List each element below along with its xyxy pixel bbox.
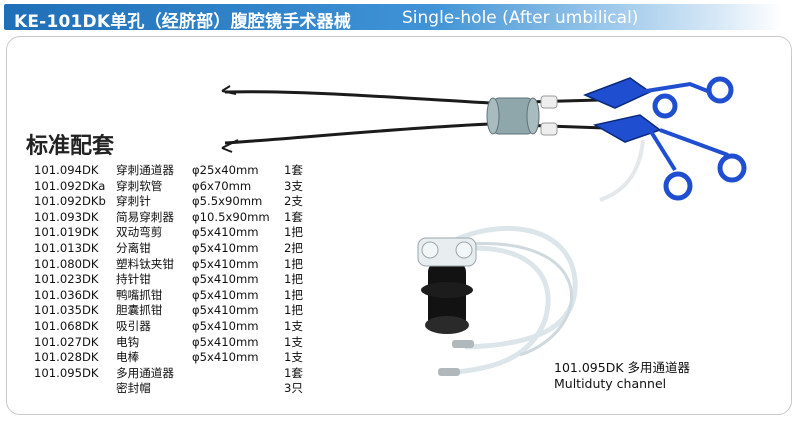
item-spec: φ5x410mm (192, 225, 259, 240)
lower-jaw (221, 139, 239, 153)
upper-shaft (224, 90, 601, 105)
item-qty: 1支 (284, 318, 303, 333)
item-name: 鸭嘴抓钳 (116, 287, 163, 302)
item-spec: φ5x410mm (192, 287, 259, 302)
page-subtitle: Single-hole (After umbilical) (402, 8, 639, 28)
item-qty: 1把 (284, 287, 303, 302)
multiduty-channel (417, 225, 578, 376)
item-qty: 3只 (284, 381, 303, 396)
item-qty: 1套 (284, 365, 303, 380)
item-spec: φ5x410mm (192, 272, 259, 287)
item-qty: 1把 (284, 225, 303, 240)
item-qty: 2把 (284, 240, 303, 255)
item-code: 101.023DK (34, 272, 99, 287)
item-name: 双动弯剪 (116, 225, 163, 240)
cable (599, 139, 645, 202)
item-code: 101.095DK (34, 365, 99, 380)
content-frame (6, 36, 792, 415)
item-name: 吸引器 (116, 318, 151, 333)
item-spec: φ6x70mm (192, 178, 252, 193)
item-code: 101.080DK (34, 256, 99, 271)
caption-line-1: 101.095DK 多用通道器 (554, 360, 690, 375)
item-code: 101.028DK (34, 350, 99, 365)
item-qty: 1把 (284, 272, 303, 287)
item-spec: φ10.5x90mm (192, 209, 270, 224)
item-code: 101.068DK (34, 318, 99, 333)
upper-jaw (221, 85, 237, 95)
item-code: 101.019DK (34, 225, 99, 240)
item-name: 穿刺通道器 (116, 163, 174, 177)
item-code: 101.092DKa (34, 178, 106, 193)
item-qty: 2支 (284, 194, 303, 209)
item-name: 电钩 (116, 334, 140, 349)
item-code: 101.027DK (34, 334, 99, 349)
upper-handle (583, 76, 734, 119)
item-spec: φ5x410mm (192, 303, 259, 318)
item-name: 穿刺软管 (116, 178, 163, 193)
item-qty: 1支 (284, 334, 303, 349)
item-qty: 1把 (284, 303, 303, 318)
caption-line-2: Multiduty channel (554, 376, 667, 391)
item-name: 胆囊抓钳 (116, 303, 163, 318)
port-device (486, 95, 558, 136)
item-name: 多用通道器 (116, 365, 174, 380)
item-code: 101.035DK (34, 303, 99, 318)
page-title: KE-101DK单孔（经脐部）腹腔镜手术器械 (14, 12, 352, 32)
item-name: 持针钳 (116, 272, 151, 287)
item-code: 101.093DK (34, 209, 99, 224)
item-spec: φ5.5x90mm (192, 194, 263, 209)
item-code: 101.013DK (34, 240, 99, 255)
item-name: 简易穿刺器 (116, 209, 174, 224)
item-qty: 3支 (284, 178, 303, 193)
item-name: 分离钳 (116, 240, 151, 255)
item-code: 101.092DKb (34, 194, 106, 209)
item-spec: φ5x410mm (192, 256, 259, 271)
section-title: 标准配套 (26, 134, 115, 159)
item-qty: 1套 (284, 163, 303, 177)
header-bar (4, 4, 782, 30)
item-name: 电棒 (116, 350, 140, 365)
item-qty: 1套 (284, 209, 303, 224)
item-spec: φ5x410mm (192, 240, 259, 255)
channel-caption: 101.095DK 多用通道器 Multiduty channel (554, 360, 690, 392)
lower-handle (592, 114, 747, 201)
item-code: 101.094DK (34, 163, 99, 177)
lower-shaft (224, 122, 606, 145)
item-code: 101.036DK (34, 287, 99, 302)
item-name: 塑料钛夹钳 (116, 256, 174, 271)
item-qty: 1支 (284, 350, 303, 365)
item-spec: φ5x410mm (192, 350, 259, 365)
item-name: 密封帽 (116, 381, 151, 396)
item-name: 穿刺针 (116, 194, 151, 209)
item-qty: 1把 (284, 256, 303, 271)
item-spec: φ5x410mm (192, 334, 259, 349)
item-spec: φ25x40mm (192, 163, 259, 177)
item-spec: φ5x410mm (192, 318, 259, 333)
